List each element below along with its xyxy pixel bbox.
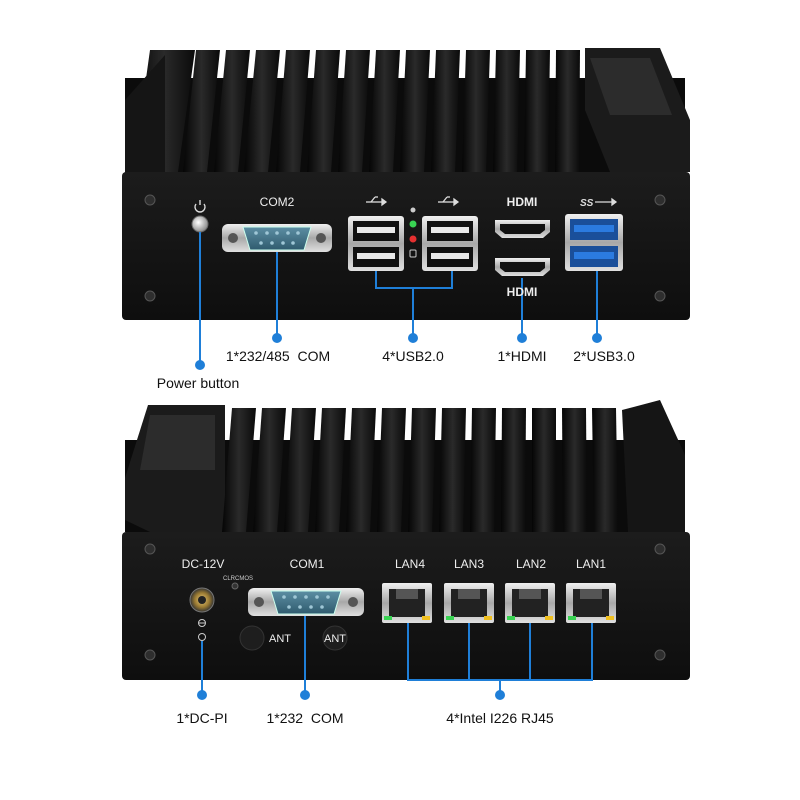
ant-left-label: ANT bbox=[269, 633, 291, 645]
clr-label: CLR bbox=[223, 576, 236, 582]
rear-callout-dots bbox=[197, 690, 505, 700]
hdmi-top-label: HDMI bbox=[507, 195, 538, 209]
ant-right-label: ANT bbox=[324, 633, 346, 645]
svg-text:SS: SS bbox=[580, 198, 594, 209]
status-leds bbox=[409, 207, 417, 258]
led-red bbox=[409, 235, 417, 243]
callout-hdmi: 1*HDMI bbox=[497, 348, 546, 364]
com1-port bbox=[248, 588, 364, 616]
callout-com: 1*232/485 COM bbox=[226, 348, 330, 364]
rear-unit bbox=[122, 400, 690, 680]
disk-icon bbox=[409, 249, 417, 258]
lan2-label: LAN2 bbox=[516, 557, 546, 571]
hdmi-bottom-label: HDMI bbox=[507, 285, 538, 299]
lan4-label: LAN4 bbox=[395, 557, 425, 571]
led-green bbox=[409, 220, 417, 228]
callout-rj45: 4*Intel I226 RJ45 bbox=[446, 710, 554, 726]
lan3-port bbox=[444, 583, 494, 623]
com1-label: COM1 bbox=[290, 557, 325, 571]
lan2-port bbox=[505, 583, 555, 623]
front-callout-dots bbox=[195, 333, 602, 370]
cmos-label: CMOS bbox=[235, 576, 253, 582]
lan4-port bbox=[382, 583, 432, 623]
com2-label: COM2 bbox=[260, 195, 295, 209]
clr-cmos-button bbox=[231, 582, 239, 590]
lan1-port bbox=[566, 583, 616, 623]
callout-usb3: 2*USB3.0 bbox=[573, 348, 635, 364]
callout-com1: 1*232 COM bbox=[266, 710, 343, 726]
lan1-label: LAN1 bbox=[576, 557, 606, 571]
callout-power: Power button bbox=[157, 375, 240, 391]
front-callout-lines bbox=[199, 232, 598, 365]
front-unit: SS bbox=[122, 48, 690, 320]
dc-jack bbox=[189, 582, 239, 641]
rear-heatsink-fins bbox=[125, 400, 685, 532]
sun-icon bbox=[410, 207, 416, 213]
usb3-ss-icon bbox=[595, 197, 618, 207]
lan3-label: LAN3 bbox=[454, 557, 484, 571]
usb-icon bbox=[366, 196, 460, 207]
power-icon bbox=[194, 203, 206, 213]
rear-screws bbox=[144, 543, 666, 661]
usb2-ports bbox=[348, 196, 478, 271]
usb3-ports: SS bbox=[565, 197, 623, 271]
polarity-icon bbox=[198, 619, 206, 641]
front-screws bbox=[144, 194, 666, 302]
com2-port bbox=[222, 224, 332, 252]
lan-ports bbox=[382, 583, 616, 623]
callout-dc: 1*DC-PI bbox=[176, 710, 227, 726]
front-panel bbox=[122, 172, 690, 320]
callout-usb2: 4*USB2.0 bbox=[382, 348, 444, 364]
hdmi-ports bbox=[495, 220, 550, 276]
antenna-ports bbox=[239, 625, 348, 651]
front-heatsink-fins bbox=[125, 48, 690, 173]
rear-callout-lines bbox=[201, 616, 593, 695]
dc-label: DC-12V bbox=[182, 557, 225, 571]
